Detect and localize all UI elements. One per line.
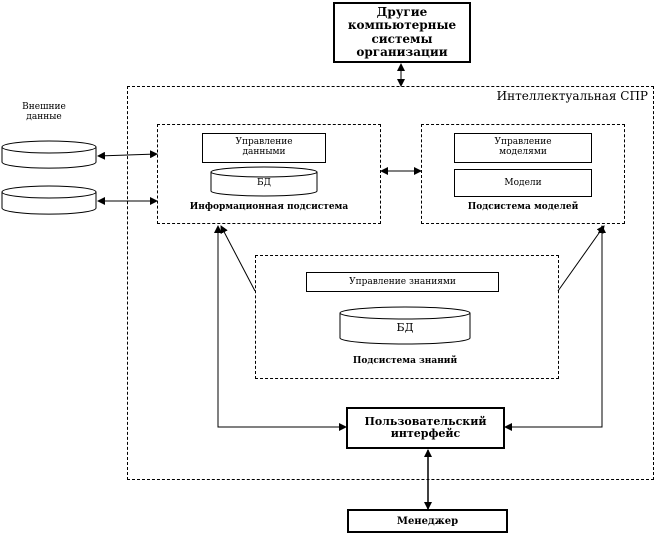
external-db-cylinder-2: [1, 185, 97, 215]
other-systems-label: Другие компьютерные системы организации: [347, 5, 457, 59]
knowledge-mgmt-box: Управление знаниями: [306, 272, 499, 292]
data-mgmt-label: Управление данными: [235, 137, 293, 157]
models-box: Модели: [454, 169, 592, 197]
models-label: Модели: [504, 178, 542, 188]
knowledge-subsystem-title: Подсистема знаний: [352, 356, 458, 366]
data-mgmt-box: Управление данными: [202, 133, 326, 163]
info-subsystem-frame: [157, 124, 381, 224]
info-subsystem-title: Информационная подсистема: [189, 202, 349, 212]
other-systems-box: Другие компьютерные системы организации: [333, 2, 471, 63]
model-mgmt-box: Управление моделями: [454, 133, 592, 163]
info-db-cylinder: [210, 166, 318, 197]
knowledge-db-cylinder: [339, 306, 471, 345]
arrow-ui-models: [504, 225, 606, 431]
model-subsystem-frame: [421, 124, 625, 224]
external-db-cylinder-1: [1, 140, 97, 169]
knowledge-db-label: БД: [396, 321, 414, 334]
model-mgmt-label: Управление моделями: [494, 137, 552, 157]
intelligent-dss-label: Интеллектуальная СПР: [496, 89, 648, 103]
manager-box: Менеджер: [347, 509, 508, 533]
intelligent-dss-frame: [127, 86, 654, 480]
arrow-ui-info: [214, 225, 347, 431]
manager-label: Менеджер: [396, 515, 459, 527]
external-data-label: Внешние данные: [22, 102, 66, 122]
knowledge-subsystem-frame: [255, 255, 559, 379]
user-interface-label: Пользовательский интерфейс: [364, 414, 487, 440]
model-subsystem-title: Подсистема моделей: [467, 202, 579, 212]
user-interface-box: Пользовательский интерфейс: [346, 407, 505, 449]
info-db-label: БД: [257, 178, 271, 188]
knowledge-mgmt-label: Управление знаниями: [349, 277, 456, 287]
